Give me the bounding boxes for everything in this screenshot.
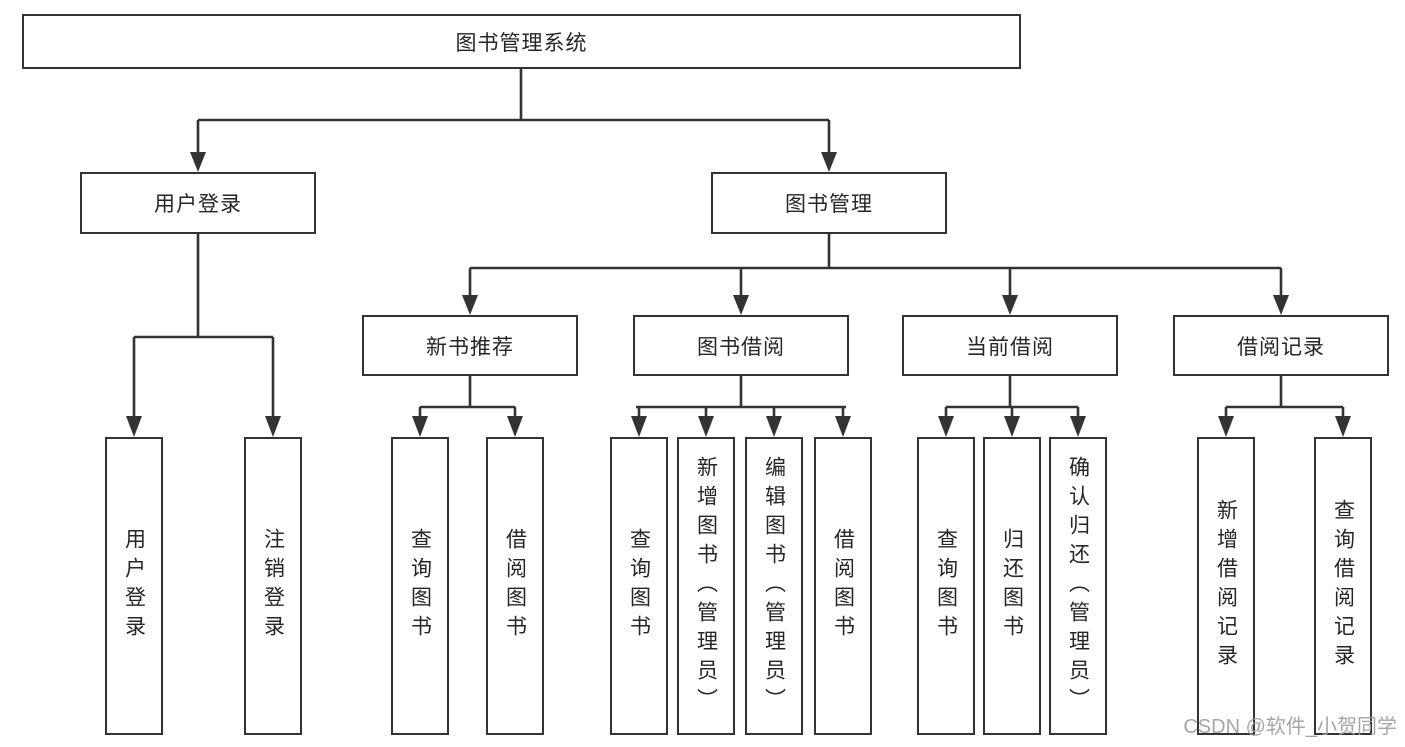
leaf-add-books-admin-label: 新增图书（管理员） bbox=[694, 455, 718, 717]
connector-borrowing-records-children bbox=[1224, 376, 1345, 419]
node-user-login: 用户登录 bbox=[80, 172, 316, 234]
connector-root-children bbox=[196, 68, 831, 154]
arrowheads-new-book-recommendation-children bbox=[412, 416, 523, 437]
arrow-down-icon bbox=[190, 152, 206, 172]
arrowheads-user-login-children bbox=[126, 416, 281, 437]
arrow-down-icon bbox=[1273, 295, 1289, 315]
connector-current-borrowing-children bbox=[944, 376, 1080, 419]
arrow-down-icon bbox=[698, 416, 714, 437]
arrow-down-icon bbox=[835, 416, 851, 437]
leaf-query-books-current: 查询图书 bbox=[917, 437, 975, 735]
leaf-borrow-books-recommend: 借阅图书 bbox=[486, 437, 544, 735]
leaf-logout: 注销登录 bbox=[244, 437, 302, 735]
node-book-borrowing-label: 图书借阅 bbox=[697, 335, 785, 359]
arrowheads-root-children bbox=[190, 152, 837, 172]
arrow-down-icon bbox=[1002, 295, 1018, 315]
leaf-add-borrow-record-label: 新增借阅记录 bbox=[1214, 499, 1238, 673]
leaf-query-borrow-record: 查询借阅记录 bbox=[1314, 437, 1372, 735]
leaf-user-login: 用户登录 bbox=[105, 437, 163, 735]
leaf-confirm-return-admin: 确认归还（管理员） bbox=[1049, 437, 1107, 735]
arrow-down-icon bbox=[1004, 416, 1020, 437]
leaf-borrow-books-borrow-label: 借阅图书 bbox=[831, 528, 855, 644]
csdn-watermark: CSDN @软件_小贺同学 bbox=[1183, 716, 1397, 738]
leaf-add-books-admin: 新增图书（管理员） bbox=[677, 437, 735, 735]
arrowheads-book-borrowing-children bbox=[631, 416, 851, 437]
arrow-down-icon bbox=[412, 416, 428, 437]
node-book-management-label: 图书管理 bbox=[785, 193, 873, 216]
arrow-down-icon bbox=[1218, 416, 1234, 437]
connector-new-book-recommendation-children bbox=[418, 376, 517, 419]
arrow-down-icon bbox=[126, 416, 142, 437]
leaf-query-books-current-label: 查询图书 bbox=[934, 528, 958, 644]
node-user-login-label: 用户登录 bbox=[154, 193, 242, 216]
arrow-down-icon bbox=[462, 295, 478, 315]
node-root: 图书管理系统 bbox=[22, 14, 1021, 69]
connector-user-login-children bbox=[132, 233, 275, 419]
connector-book-management-children bbox=[468, 233, 1283, 297]
leaf-confirm-return-admin-label: 确认归还（管理员） bbox=[1066, 455, 1090, 717]
node-book-management: 图书管理 bbox=[711, 172, 947, 234]
arrowheads-book-management-children bbox=[462, 295, 1289, 315]
arrowheads-current-borrowing-children bbox=[938, 416, 1086, 437]
arrow-down-icon bbox=[733, 295, 749, 315]
leaf-add-borrow-record: 新增借阅记录 bbox=[1197, 437, 1255, 735]
arrow-down-icon bbox=[1070, 416, 1086, 437]
leaf-edit-books-admin: 编辑图书（管理员） bbox=[745, 437, 803, 735]
node-borrowing-records-label: 借阅记录 bbox=[1237, 335, 1325, 359]
node-book-borrowing: 图书借阅 bbox=[633, 315, 849, 376]
leaf-edit-books-admin-label: 编辑图书（管理员） bbox=[762, 455, 786, 717]
leaf-query-books-recommend-label: 查询图书 bbox=[408, 528, 432, 644]
arrow-down-icon bbox=[766, 416, 782, 437]
leaf-borrow-books-borrow: 借阅图书 bbox=[814, 437, 872, 735]
arrow-down-icon bbox=[631, 416, 647, 437]
leaf-user-login-label: 用户登录 bbox=[122, 528, 146, 644]
node-root-label: 图书管理系统 bbox=[455, 31, 588, 55]
node-new-book-recommendation: 新书推荐 bbox=[362, 315, 578, 376]
leaf-borrow-books-recommend-label: 借阅图书 bbox=[503, 528, 527, 644]
arrow-down-icon bbox=[1335, 416, 1351, 437]
arrow-down-icon bbox=[938, 416, 954, 437]
leaf-return-books: 归还图书 bbox=[983, 437, 1041, 735]
arrowheads-borrowing-records-children bbox=[1218, 416, 1351, 437]
arrow-down-icon bbox=[821, 152, 837, 172]
node-new-book-recommendation-label: 新书推荐 bbox=[426, 335, 514, 359]
leaf-query-books-borrow: 查询图书 bbox=[610, 437, 668, 735]
leaf-query-books-recommend: 查询图书 bbox=[391, 437, 449, 735]
leaf-query-borrow-record-label: 查询借阅记录 bbox=[1331, 499, 1355, 673]
leaf-logout-label: 注销登录 bbox=[261, 528, 285, 644]
leaf-query-books-borrow-label: 查询图书 bbox=[627, 528, 651, 644]
arrow-down-icon bbox=[265, 416, 281, 437]
connector-book-borrowing-children bbox=[636, 376, 846, 419]
leaf-return-books-label: 归还图书 bbox=[1000, 528, 1024, 644]
arrow-down-icon bbox=[507, 416, 523, 437]
node-current-borrowing-label: 当前借阅 bbox=[966, 335, 1054, 359]
node-borrowing-records: 借阅记录 bbox=[1173, 315, 1389, 376]
node-current-borrowing: 当前借阅 bbox=[902, 315, 1118, 376]
